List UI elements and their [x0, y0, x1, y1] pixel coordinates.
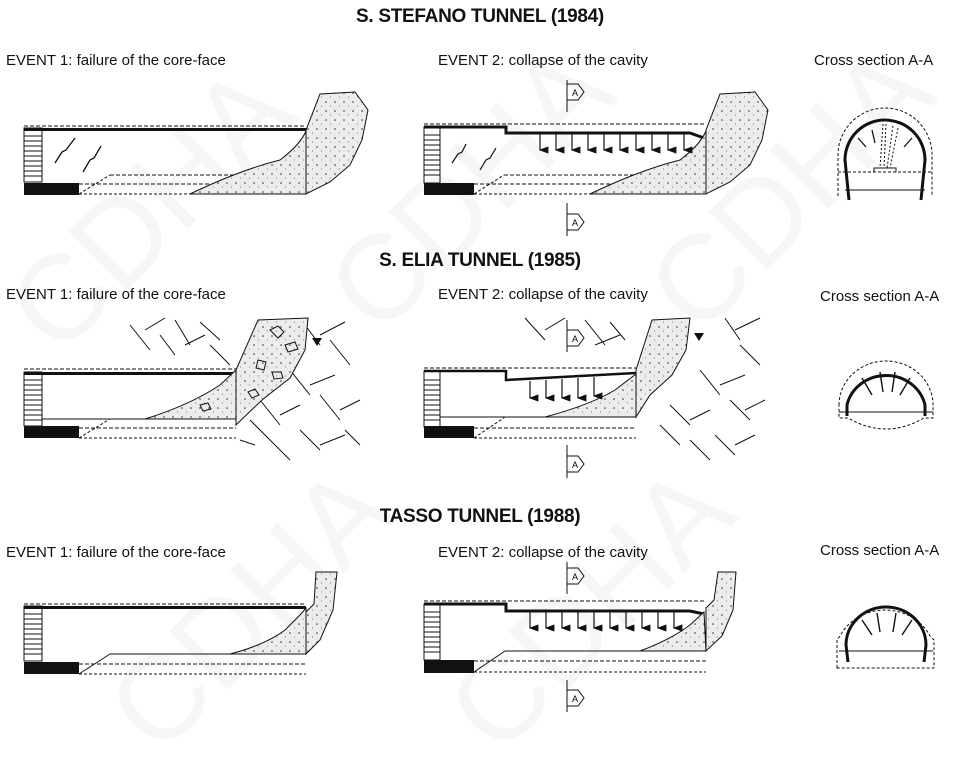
- cross-section-s-elia: [838, 360, 934, 430]
- event1-diagram-s-elia: [23, 317, 361, 461]
- section-marker-a: A: [572, 572, 578, 582]
- event1-label: EVENT 1: failure of the core-face: [6, 286, 226, 303]
- section-marker-a: A: [572, 88, 578, 98]
- cross-section-tasso: [836, 605, 935, 669]
- section-title-tasso: TASSO TUNNEL (1988): [379, 506, 581, 527]
- event2-diagram-s-stefano: [423, 80, 769, 236]
- section-marker-a: A: [572, 694, 578, 704]
- event1-diagram-tasso: [23, 571, 338, 675]
- section-marker-a: A: [572, 334, 578, 344]
- event2-label: EVENT 2: collapse of the cavity: [438, 286, 648, 303]
- tunnel-diagrams: A A: [23, 80, 935, 712]
- cross-section-s-stefano: [837, 107, 933, 201]
- event2-label: EVENT 2: collapse of the cavity: [438, 544, 648, 561]
- cross-section-label: Cross section A-A: [814, 52, 934, 69]
- event2-label: EVENT 2: collapse of the cavity: [438, 52, 648, 69]
- event2-diagram-s-elia: [423, 317, 766, 478]
- section-title-s-stefano: S. STEFANO TUNNEL (1984): [356, 6, 604, 27]
- cross-section-label: Cross section A-A: [820, 288, 940, 305]
- section-marker-a: A: [572, 460, 578, 470]
- event2-diagram-tasso: [423, 562, 737, 712]
- event1-label: EVENT 1: failure of the core-face: [6, 52, 226, 69]
- event1-diagram-s-stefano: [23, 91, 369, 195]
- event1-label: EVENT 1: failure of the core-face: [6, 544, 226, 561]
- section-marker-a: A: [572, 218, 578, 228]
- section-title-s-elia: S. ELIA TUNNEL (1985): [379, 250, 581, 271]
- cross-section-label: Cross section A-A: [820, 542, 940, 559]
